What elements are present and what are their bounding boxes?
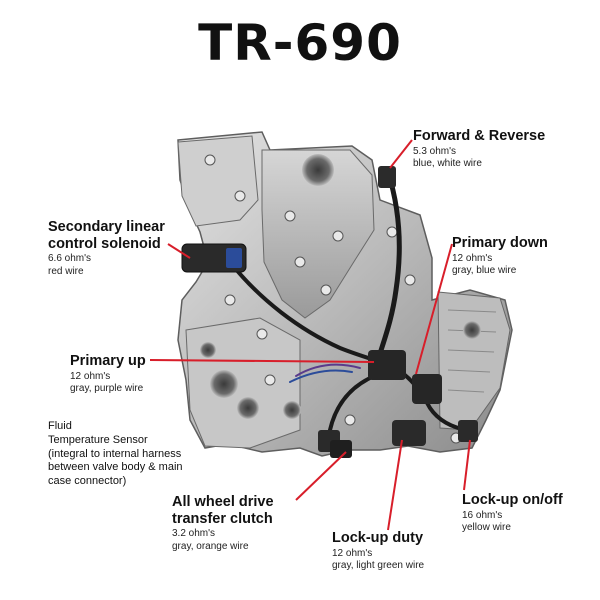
label-line-5: case connector) [48, 475, 127, 487]
leader-forward-reverse [389, 139, 413, 169]
label-name-1: Secondary linear [48, 219, 165, 235]
solenoid-forward-reverse [378, 166, 396, 188]
label-name-1: All wheel drive [172, 494, 274, 510]
label-name: Lock-up duty [332, 530, 424, 546]
label-primary-up: Primary up 12 ohm's gray, purple wire [70, 353, 146, 395]
leader-lines [149, 139, 471, 531]
label-resistance: 12 ohm's [70, 370, 111, 382]
leader-primary-down [415, 243, 453, 375]
solenoid-primary-up [368, 350, 406, 380]
label-line-2: Temperature Sensor [48, 433, 148, 446]
label-wire: gray, light green wire [332, 560, 425, 572]
label-wire: gray, blue wire [452, 265, 517, 277]
label-resistance: 12 ohm's [332, 547, 373, 559]
label-forward-reverse: Forward & Reverse 5.3 ohm's blue, white … [413, 128, 545, 170]
solenoid-lockup-duty [392, 420, 426, 446]
diagram-title: TR-690 [198, 14, 402, 72]
label-resistance: 16 ohm's [462, 509, 503, 521]
label-line-1: Fluid [48, 420, 72, 432]
label-lockup-onoff: Lock-up on/off 16 ohm's yellow wire [462, 492, 563, 534]
leader-lockup-duty [387, 439, 403, 531]
label-lockup-duty: Lock-up duty 12 ohm's gray, light green … [332, 530, 424, 572]
label-wire: blue, white wire [413, 158, 482, 170]
leader-lockup-onoff [463, 439, 471, 491]
solenoid-awd-clutch [330, 440, 352, 458]
label-wire: gray, purple wire [70, 383, 144, 395]
label-wire: gray, orange wire [172, 540, 249, 552]
label-name: Lock-up on/off [462, 492, 563, 508]
label-primary-down: Primary down 12 ohm's gray, blue wire [452, 235, 548, 277]
label-line-4: between valve body & main [48, 461, 183, 474]
label-name-2: transfer clutch [172, 510, 273, 527]
label-wire: red wire [48, 265, 84, 277]
leader-primary-up [149, 359, 375, 363]
label-name-2: control solenoid [48, 235, 161, 252]
label-wire: yellow wire [462, 522, 511, 534]
label-awd-clutch: All wheel drive transfer clutch 3.2 ohm'… [172, 494, 274, 552]
label-line-3: (integral to internal harness [48, 447, 182, 460]
label-resistance: 6.6 ohm's [48, 253, 92, 265]
label-fluid-temp-sensor: Fluid Temperature Sensor (integral to in… [48, 420, 183, 489]
solenoid-secondary-linear [181, 243, 247, 273]
solenoid-primary-down [412, 374, 442, 404]
valve-body-casting [177, 131, 513, 457]
leader-secondary-linear [167, 243, 191, 259]
label-resistance: 5.3 ohm's [413, 145, 457, 157]
label-resistance: 12 ohm's [452, 252, 493, 264]
label-name: Primary down [452, 235, 548, 251]
solenoid-lockup-onoff [458, 420, 478, 442]
leader-awd-clutch [295, 451, 347, 501]
label-secondary-linear: Secondary linear control solenoid 6.6 oh… [48, 219, 165, 277]
label-resistance: 3.2 ohm's [172, 528, 216, 540]
label-name: Forward & Reverse [413, 128, 546, 144]
label-name: Primary up [70, 353, 146, 369]
